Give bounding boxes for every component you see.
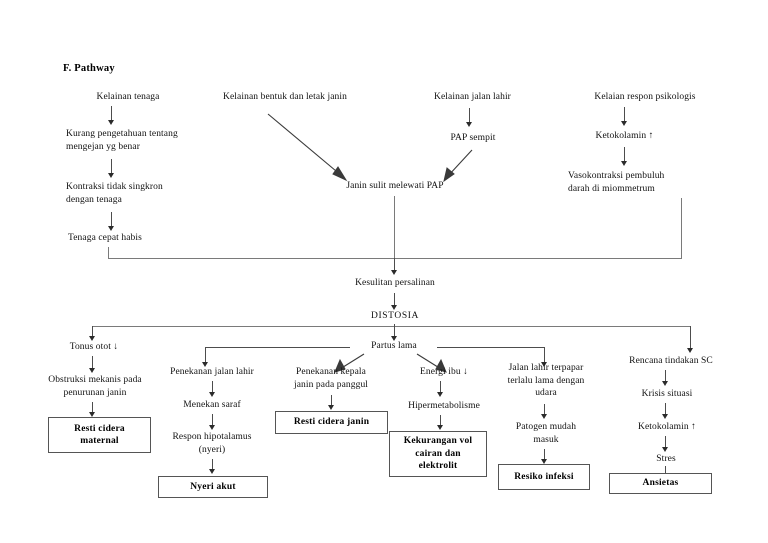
node-partus-lama: Partus lama	[371, 341, 417, 351]
node-pap-sempit: PAP sempit	[450, 133, 496, 143]
connector-col1-1	[111, 106, 112, 122]
connector-diagonal-bentuk-to-janin	[267, 113, 348, 182]
node-respon-hipotalamus: Respon hipotalamus (nyeri)	[172, 432, 252, 455]
arrowhead-branch-b-2	[209, 425, 215, 430]
node-penekanan-kepala-janin: Penekanan kepala janin pada panggul	[293, 367, 369, 390]
arrowhead-bus-to-partus	[391, 336, 397, 341]
connector-col4-1	[624, 107, 625, 123]
connector-kesulitan-to-distosia	[394, 293, 395, 307]
connector-branch-f-4	[665, 466, 666, 476]
arrowhead-branch-d-1	[437, 392, 443, 397]
connector-partus-right-rule	[437, 347, 545, 348]
arrowhead-col1-3	[108, 226, 114, 231]
connector-partus-diag-right	[416, 353, 447, 373]
node-tonus-otot: Tonus otot ↓	[69, 342, 119, 352]
outcome-box-resti-cidera-maternal: Resti cidera maternal	[48, 417, 151, 453]
node-distosia: DISTOSIA	[371, 311, 419, 321]
outcome-box-resti-cidera-janin: Resti cidera janin	[275, 411, 388, 434]
connector-branch-b-2	[212, 414, 213, 427]
connector-branch-c-1	[331, 395, 332, 407]
arrowhead-col4-2	[621, 161, 627, 166]
arrowhead-branch-e-1	[541, 414, 547, 419]
arrowhead-col4-1	[621, 121, 627, 126]
arrowhead-branch-f-3	[662, 447, 668, 452]
connector-col1-to-bus	[108, 247, 109, 259]
node-tenaga-cepat-habis: Tenaga cepat habis	[68, 233, 142, 243]
node-ketokolamin-naik-bawah: Ketokolamin ↑	[637, 422, 697, 432]
arrowhead-kesulitan-to-distosia	[391, 305, 397, 310]
node-penekanan-jalan-lahir: Penekanan jalan lahir	[170, 367, 254, 377]
arrowhead-bus-to-tonus	[89, 336, 95, 341]
node-kelaian-respon-psikologis: Kelaian respon psikologis	[594, 92, 696, 102]
outcome-box-ansietas: Ansietas	[609, 473, 712, 494]
node-energi-ibu: Energi ibu ↓	[420, 367, 468, 377]
connector-branch-b-1	[212, 381, 213, 394]
outcome-box-kekurangan-volume-cairan: Kekurangan vol cairan dan elektrolit	[389, 431, 487, 477]
outcome-box-nyeri-akut: Nyeri akut	[158, 476, 268, 498]
arrowhead-branch-b-3	[209, 469, 215, 474]
arrowhead-branch-b-1	[209, 392, 215, 397]
node-hipermetabolisme: Hipermetabolisme	[408, 401, 480, 411]
arrowhead-branch-a-1	[89, 368, 95, 373]
section-heading: F. Pathway	[63, 63, 115, 74]
connector-col4-2	[624, 147, 625, 163]
connector-branch-e-1	[544, 404, 545, 416]
connector-branch-b-3	[212, 459, 213, 471]
node-kesulitan-persalinan: Kesulitan persalinan	[355, 278, 435, 288]
connector-branch-e-2	[544, 449, 545, 461]
node-kelainan-tenaga: Kelainan tenaga	[96, 92, 160, 102]
collector-bus-top	[108, 258, 682, 259]
connector-bus-to-sc	[690, 326, 691, 350]
arrowhead-col1-2	[108, 173, 114, 178]
distribution-bus	[92, 326, 690, 327]
connector-branch-d-2	[440, 415, 441, 427]
connector-diagonal-pap-to-janin	[443, 149, 473, 183]
node-ketokolamin-naik-atas: Ketokolamin ↑	[595, 131, 654, 141]
node-krisis-situasi: Krisis situasi	[641, 389, 693, 399]
node-obstruksi-mekanis: Obstruksi mekanis pada penurunan janin	[48, 375, 142, 398]
connector-partus-left-rule	[205, 347, 350, 348]
connector-partus-left-drop	[205, 347, 206, 364]
connector-bus-to-kesulitan	[394, 258, 395, 272]
connector-branch-f-2	[665, 403, 666, 416]
node-stres: Stres	[656, 454, 676, 464]
connector-branch-a-1	[92, 356, 93, 370]
arrowhead-branch-e	[541, 362, 547, 367]
connector-col3-1	[469, 108, 470, 124]
connector-branch-f-3	[665, 436, 666, 449]
outcome-box-resiko-infeksi: Resiko infeksi	[498, 464, 590, 490]
node-menekan-saraf: Menekan saraf	[183, 400, 241, 410]
arrowhead-col1-1	[108, 120, 114, 125]
arrowhead-branch-a-2	[89, 412, 95, 417]
connector-branch-d-1	[440, 381, 441, 394]
node-patogen-mudah-masuk: Patogen mudah masuk	[515, 422, 577, 445]
connector-bus-to-partus	[394, 326, 395, 338]
node-rencana-tindakan-sc: Rencana tindakan SC	[629, 356, 713, 366]
arrowhead-branch-c-1	[328, 405, 334, 410]
connector-branch-a-2	[92, 402, 93, 414]
connector-partus-diag-left	[334, 353, 365, 373]
node-kurang-pengetahuan: Kurang pengetahuan tentang mengejan yg b…	[66, 129, 178, 152]
connector-bus-to-tonus	[92, 326, 93, 338]
connector-branch-f-1	[665, 370, 666, 383]
arrowhead-bus-to-sc	[687, 348, 693, 353]
connector-col1-3	[111, 212, 112, 228]
connector-partus-right-drop	[544, 347, 545, 364]
arrowhead-branch-d-2	[437, 425, 443, 430]
node-jalan-lahir-terpapar: Jalan lahir terpapar terlalu lama dengan…	[507, 363, 585, 398]
connector-col4-to-bus	[681, 198, 682, 258]
arrowhead-branch-f-1	[662, 381, 668, 386]
arrowhead-branch-f-2	[662, 414, 668, 419]
arrowhead-branch-e-2	[541, 459, 547, 464]
arrowhead-col3-1	[466, 122, 472, 127]
arrowhead-bus-to-kesulitan	[391, 270, 397, 275]
node-janin-sulit-melewati-pap: Janin sulit melewati PAP	[346, 181, 444, 191]
node-kelainan-jalan-lahir: Kelainan jalan lahir	[434, 92, 511, 102]
arrowhead-branch-b	[202, 362, 208, 367]
node-vasokontraksi-pembuluh-darah: Vasokontraksi pembuluh darah di miommetr…	[568, 171, 665, 194]
connector-janin-to-bus	[394, 196, 395, 258]
connector-col1-2	[111, 159, 112, 175]
node-kontraksi-tidak-singkron: Kontraksi tidak singkron dengan tenaga	[66, 182, 163, 205]
node-kelainan-bentuk-letak-janin: Kelainan bentuk dan letak janin	[223, 92, 347, 102]
